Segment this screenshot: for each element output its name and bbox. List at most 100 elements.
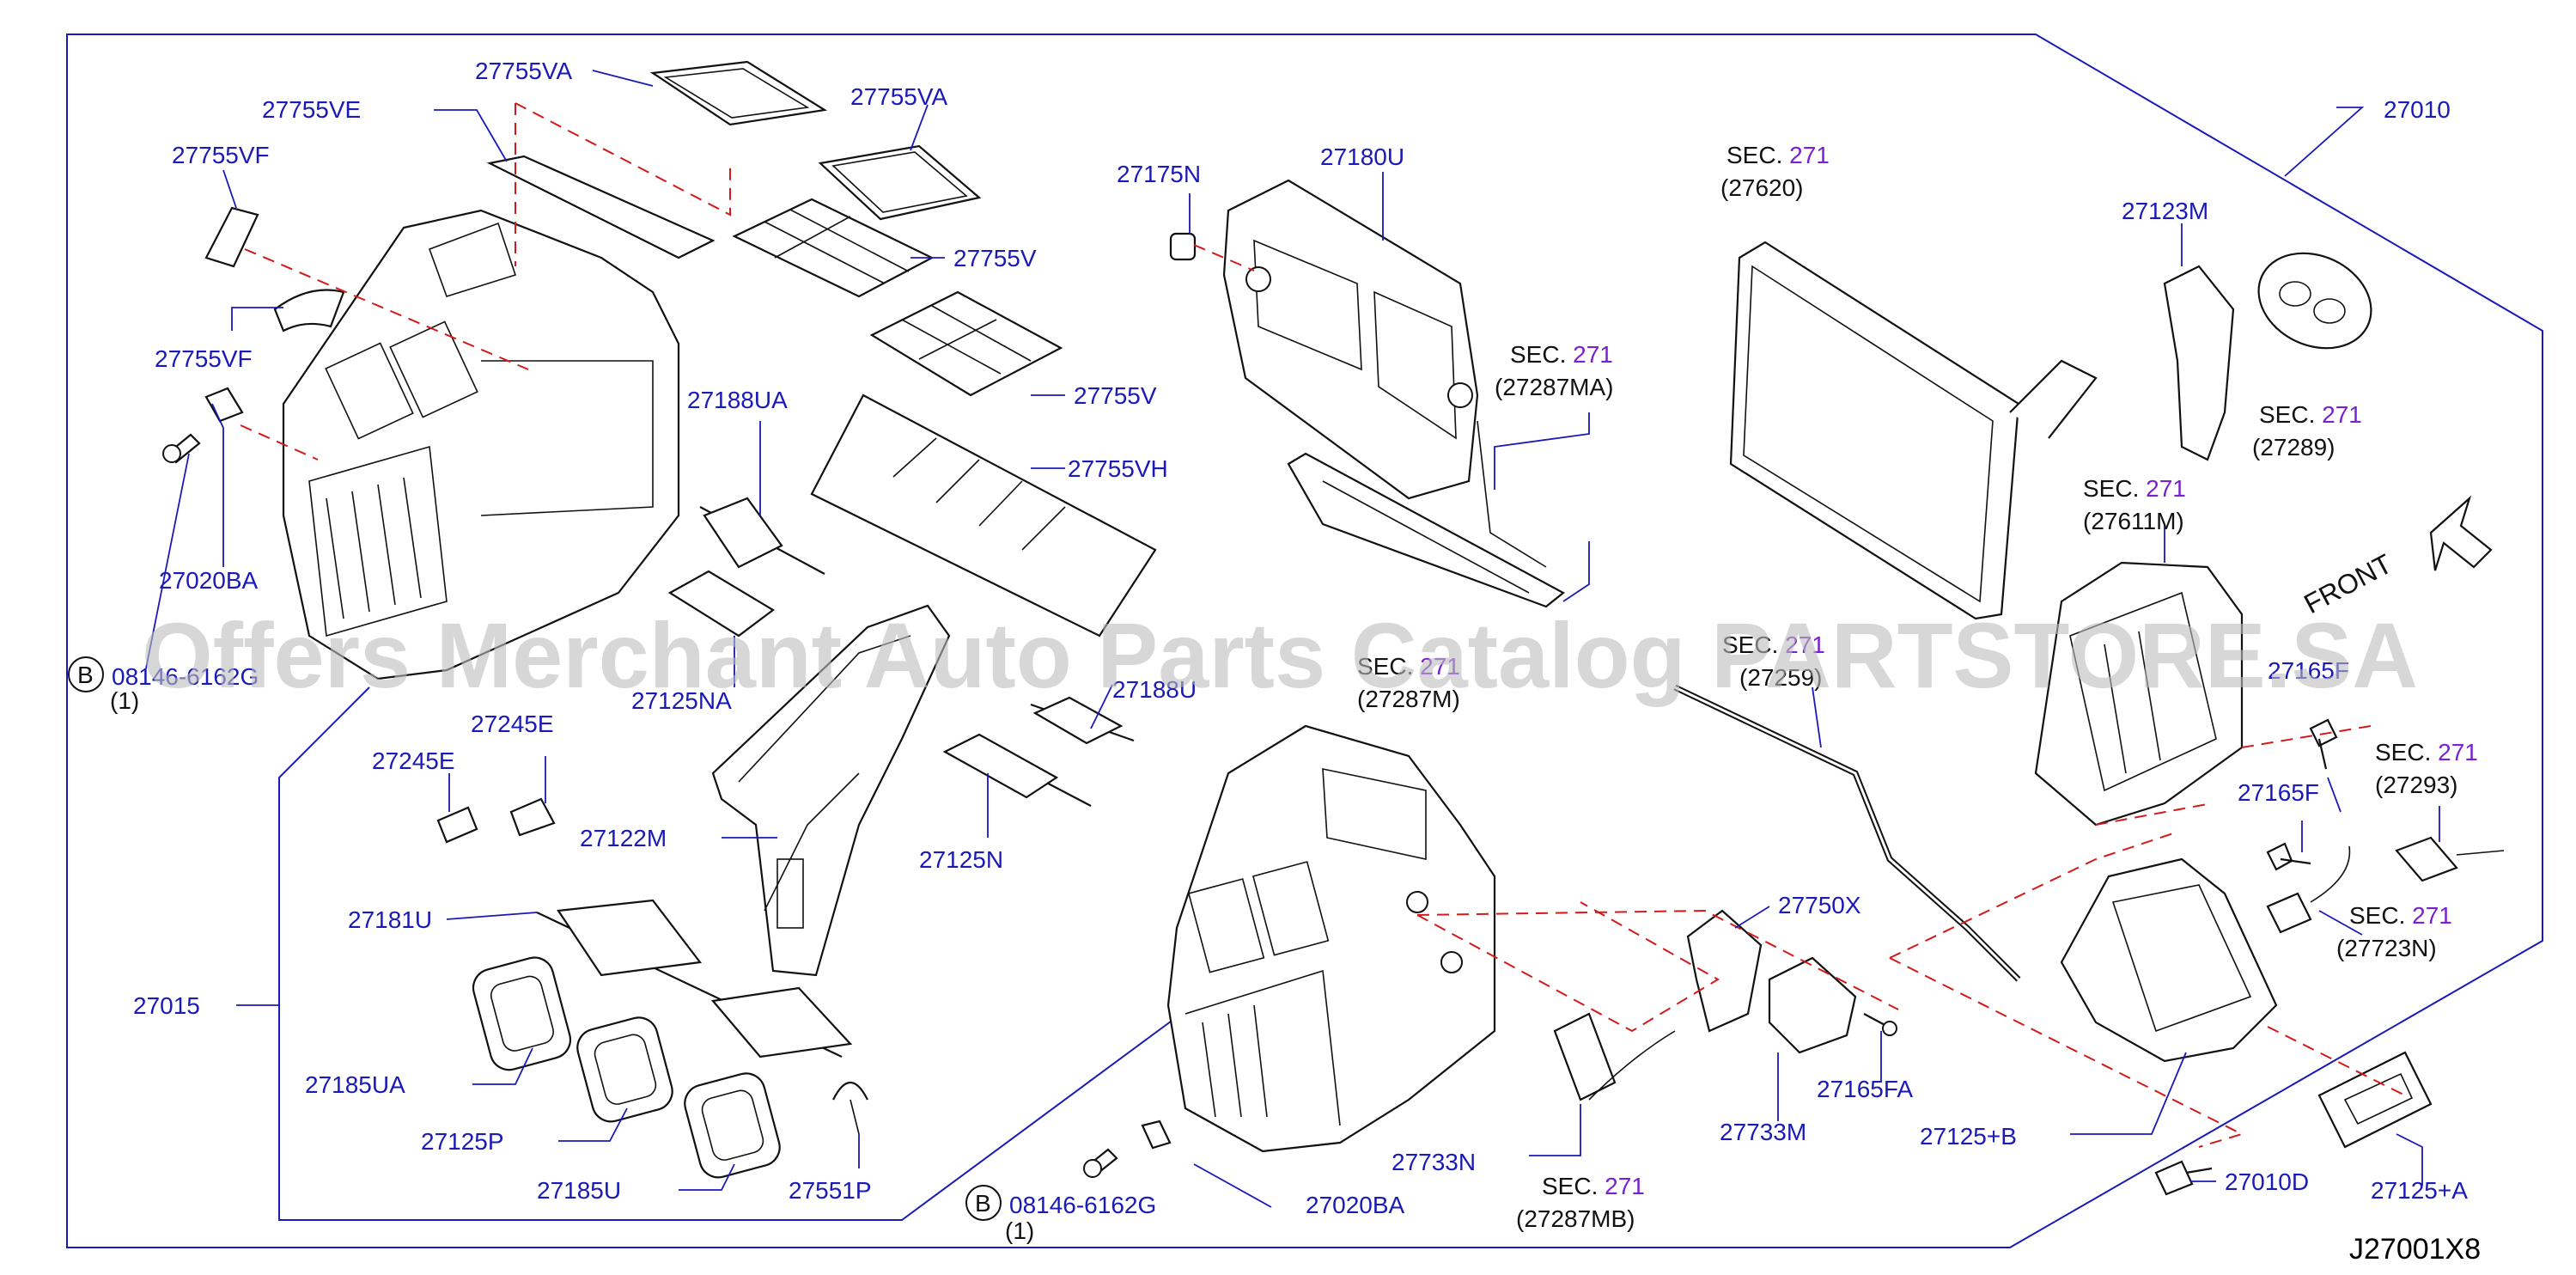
part-label: 27755V	[953, 245, 1037, 271]
bracket-lower	[1083, 1119, 1172, 1178]
control-bracket	[1686, 909, 1763, 1033]
section-num: 271	[1785, 631, 1825, 658]
section-num: 271	[2438, 739, 2478, 766]
part-label: 27010	[2384, 96, 2451, 123]
actuator-motor	[1553, 1012, 1676, 1101]
part-label: 27010D	[2225, 1168, 2309, 1195]
part-label: 27185U	[537, 1177, 621, 1204]
front-arrow-icon	[2429, 495, 2493, 571]
clip-a	[436, 806, 478, 844]
screw-a	[2309, 718, 2338, 770]
part-label: 27755V	[1074, 382, 1157, 409]
section-ref-code: (27287MB)	[1516, 1205, 1635, 1232]
section-num: 271	[1573, 341, 1613, 368]
leader-lines	[145, 70, 2440, 1208]
screw-bottom	[2154, 1160, 2213, 1196]
section-ref: SEC. 271	[2349, 902, 2452, 929]
section-num: 271	[2322, 401, 2362, 428]
part-label: 27180U	[1320, 143, 1404, 170]
filter-frame-upper	[649, 60, 828, 126]
part-label: 27125N	[919, 846, 1003, 873]
pipe-seal	[2257, 252, 2372, 350]
bolt-marker-letter: B	[77, 662, 94, 688]
part-label: 27020BA	[159, 567, 259, 594]
part-label: 27175N	[1117, 161, 1201, 187]
section-prefix: SEC.	[2259, 401, 2315, 428]
bolt-marker-letter: B	[975, 1190, 991, 1217]
foam-pad	[204, 206, 259, 268]
section-ref: SEC. 271	[2375, 739, 2478, 766]
evaporator-case	[2034, 561, 2244, 827]
part-label: 27245E	[471, 711, 554, 737]
drain-pipe	[1673, 684, 2021, 982]
section-ref-code: (27611M)	[2083, 508, 2184, 534]
part-label: 27165F	[2268, 657, 2349, 684]
sub-assembly-boundary	[278, 686, 1182, 1221]
section-ref-code: (27259)	[1739, 664, 1823, 691]
part-label: 27551P	[789, 1177, 872, 1204]
seal-clip	[273, 289, 345, 332]
bolt-qty: (1)	[1005, 1217, 1034, 1244]
door-plate	[667, 570, 775, 638]
filter-grid-lower	[869, 290, 1063, 397]
bracket-left	[162, 387, 244, 464]
air-duct	[711, 604, 951, 977]
section-num: 271	[2412, 902, 2452, 929]
section-prefix: SEC.	[2083, 475, 2139, 502]
part-label: 27122M	[580, 825, 667, 851]
control-module	[1768, 956, 1857, 1054]
section-ref: SEC. 271	[1726, 142, 1830, 168]
evaporator-core	[1729, 241, 2098, 620]
part-label: 27755VE	[262, 96, 361, 123]
part-label: 27188U	[1112, 676, 1197, 703]
heater-unit	[1166, 724, 1496, 1153]
screw-fa	[1863, 1013, 1897, 1036]
section-ref: SEC. 271	[1722, 631, 1825, 658]
section-prefix: SEC.	[1357, 653, 1413, 680]
section-num: 271	[1420, 653, 1460, 680]
part-label: 27755VF	[155, 345, 253, 372]
section-ref-code: (27723N)	[2336, 935, 2437, 961]
separator-plate	[486, 155, 716, 259]
door-valve	[942, 733, 1092, 807]
part-label: 08146-6162G	[1009, 1192, 1156, 1218]
part-label: 27123M	[2122, 198, 2208, 224]
assembly-guides	[240, 102, 2406, 1148]
part-label: 27125+A	[2371, 1177, 2468, 1204]
section-ref-code: (27293)	[2375, 772, 2458, 798]
temp-sensor	[2266, 845, 2351, 934]
part-label: 27181U	[348, 906, 432, 933]
part-label: 27755VA	[475, 58, 572, 84]
grommet	[1169, 232, 1197, 261]
bolt-marker-lower	[965, 1185, 1002, 1221]
assembly-boundary	[66, 34, 2543, 1248]
section-num: 271	[1789, 142, 1830, 168]
section-ref-code: (27287M)	[1357, 686, 1460, 712]
part-label: 27188UA	[687, 387, 788, 413]
screw-b	[2266, 842, 2311, 871]
harness-connector	[2395, 836, 2505, 882]
part-label: 27755VH	[1068, 455, 1168, 482]
shaft-assembly	[536, 899, 853, 1058]
section-prefix: SEC.	[1542, 1173, 1598, 1199]
clip-b	[509, 797, 556, 837]
intake-housing	[282, 209, 680, 680]
part-label: 27750X	[1778, 892, 1861, 918]
section-prefix: SEC.	[2349, 902, 2405, 929]
outlet-grille	[2317, 1051, 2433, 1149]
section-ref: SEC. 271	[1510, 341, 1613, 368]
wire-clip	[832, 1082, 868, 1135]
part-label: 27015	[133, 992, 200, 1019]
watermark: Offers Merchant Auto Parts Catalog PARTS…	[142, 603, 2418, 707]
door-frame-2	[576, 1016, 673, 1123]
part-label: 27185UA	[305, 1071, 405, 1098]
rod-lower	[1030, 696, 1135, 745]
section-prefix: SEC.	[1510, 341, 1566, 368]
section-ref-code: (27620)	[1720, 174, 1804, 201]
drain-tray	[1287, 420, 1565, 608]
rod-upper	[699, 497, 825, 575]
labels: 27755VA 27755VA 27755VE 27755VF 27755VF …	[68, 58, 2481, 1266]
section-ref-code: (27289)	[2252, 434, 2335, 461]
section-prefix: SEC.	[2375, 739, 2431, 766]
